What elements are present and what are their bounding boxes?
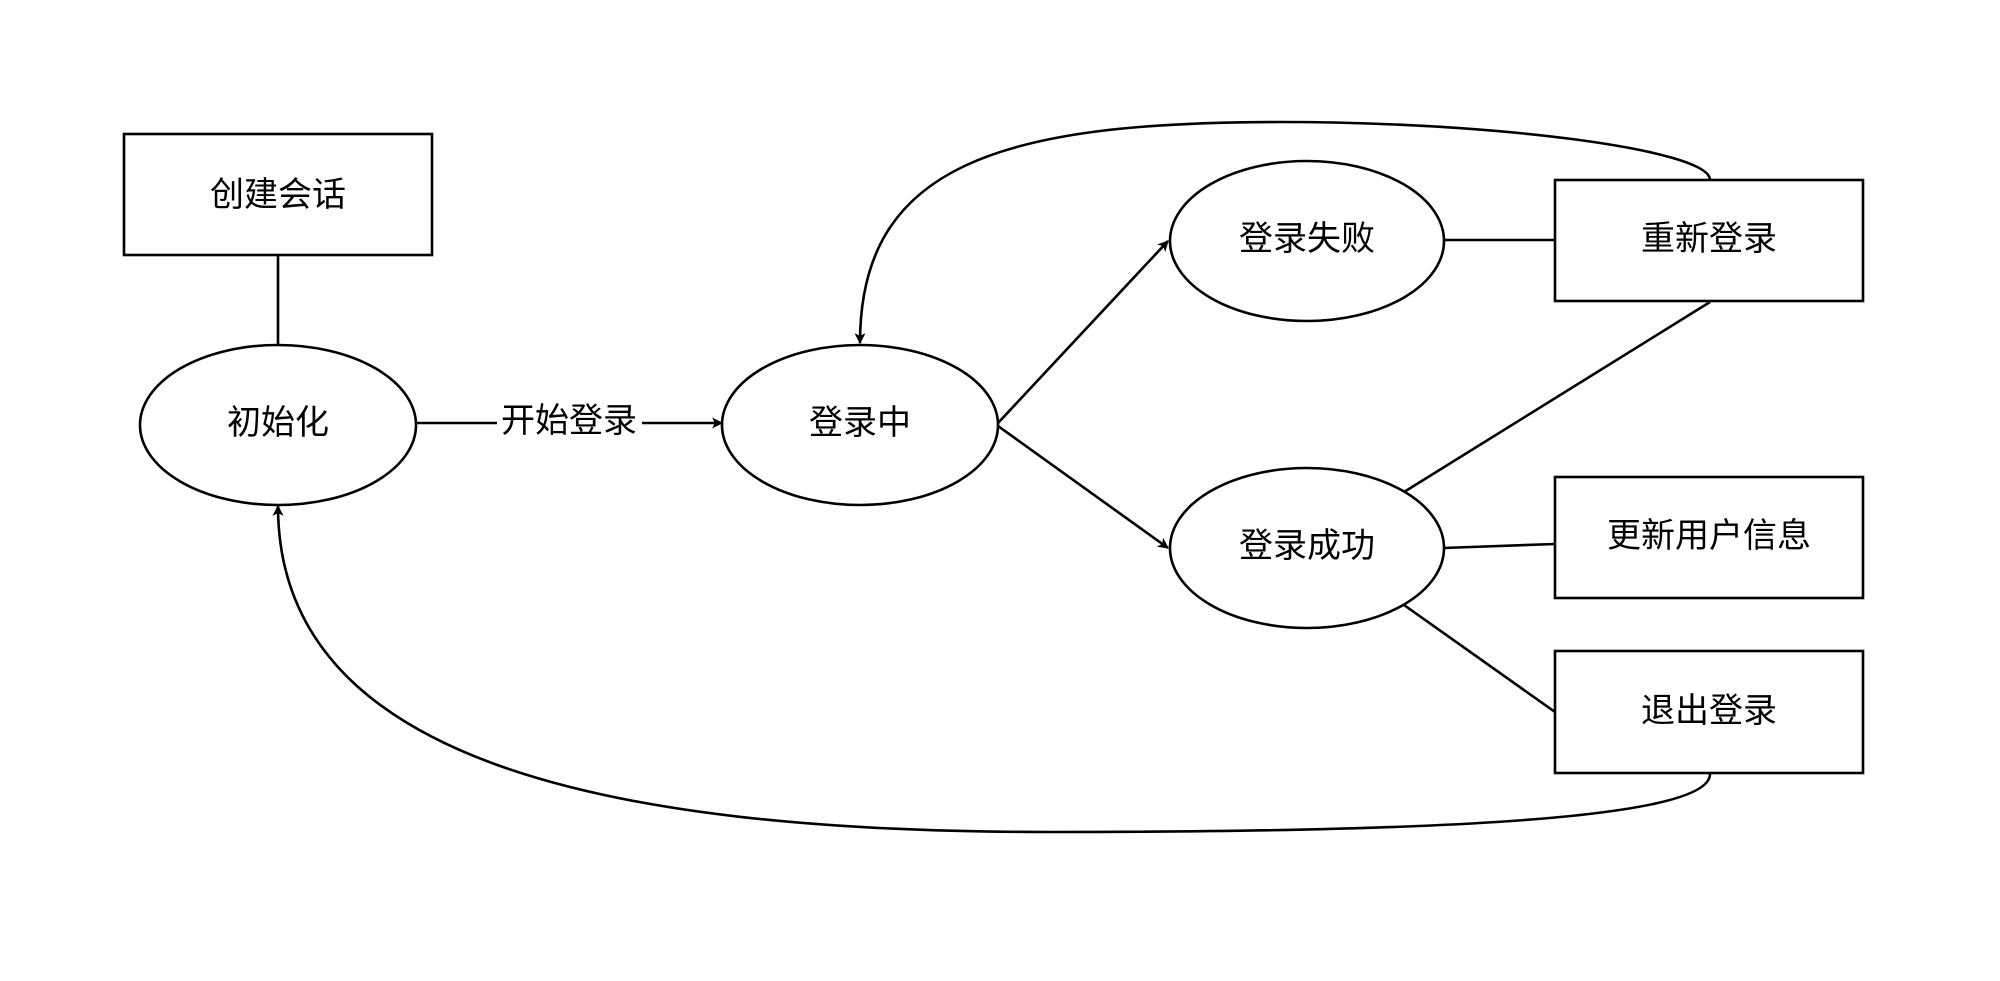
node-logging-in[interactable]: 登录中	[720, 343, 1000, 507]
node-login-success[interactable]: 登录成功	[1168, 466, 1446, 630]
node-logging-in-label: 登录中	[809, 403, 911, 443]
node-create-session[interactable]: 创建会话	[122, 132, 434, 257]
node-relogin-label: 重新登录	[1641, 219, 1777, 259]
node-init-label: 初始化	[227, 403, 329, 443]
nodes: 创建会话 初始化 登录中 登录失败 登录成功 重新登录 更新用户信息	[122, 132, 1865, 775]
node-relogin[interactable]: 重新登录	[1553, 178, 1865, 303]
node-update-user-info[interactable]: 更新用户信息	[1553, 475, 1865, 600]
edge-success-update-user-info	[1442, 542, 1556, 550]
node-create-session-label: 创建会话	[210, 175, 346, 215]
edge-label-start-login: 开始登录	[501, 401, 637, 441]
edges	[272, 120, 1712, 834]
edge-success-logout	[1403, 603, 1556, 714]
node-logout-label: 退出登录	[1641, 691, 1777, 731]
node-init[interactable]: 初始化	[138, 343, 418, 507]
edge-logging-in-failed	[997, 240, 1169, 424]
node-login-failed-label: 登录失败	[1239, 219, 1375, 259]
edge-success-relogin	[1403, 300, 1711, 494]
node-login-success-label: 登录成功	[1239, 526, 1375, 566]
node-login-failed[interactable]: 登录失败	[1168, 159, 1446, 323]
edge-logging-in-success	[997, 424, 1169, 550]
edge-logout-init	[272, 504, 1712, 834]
node-update-user-info-label: 更新用户信息	[1607, 516, 1811, 556]
edge-relogin-logging-in	[854, 120, 1712, 345]
node-logout[interactable]: 退出登录	[1553, 649, 1865, 775]
